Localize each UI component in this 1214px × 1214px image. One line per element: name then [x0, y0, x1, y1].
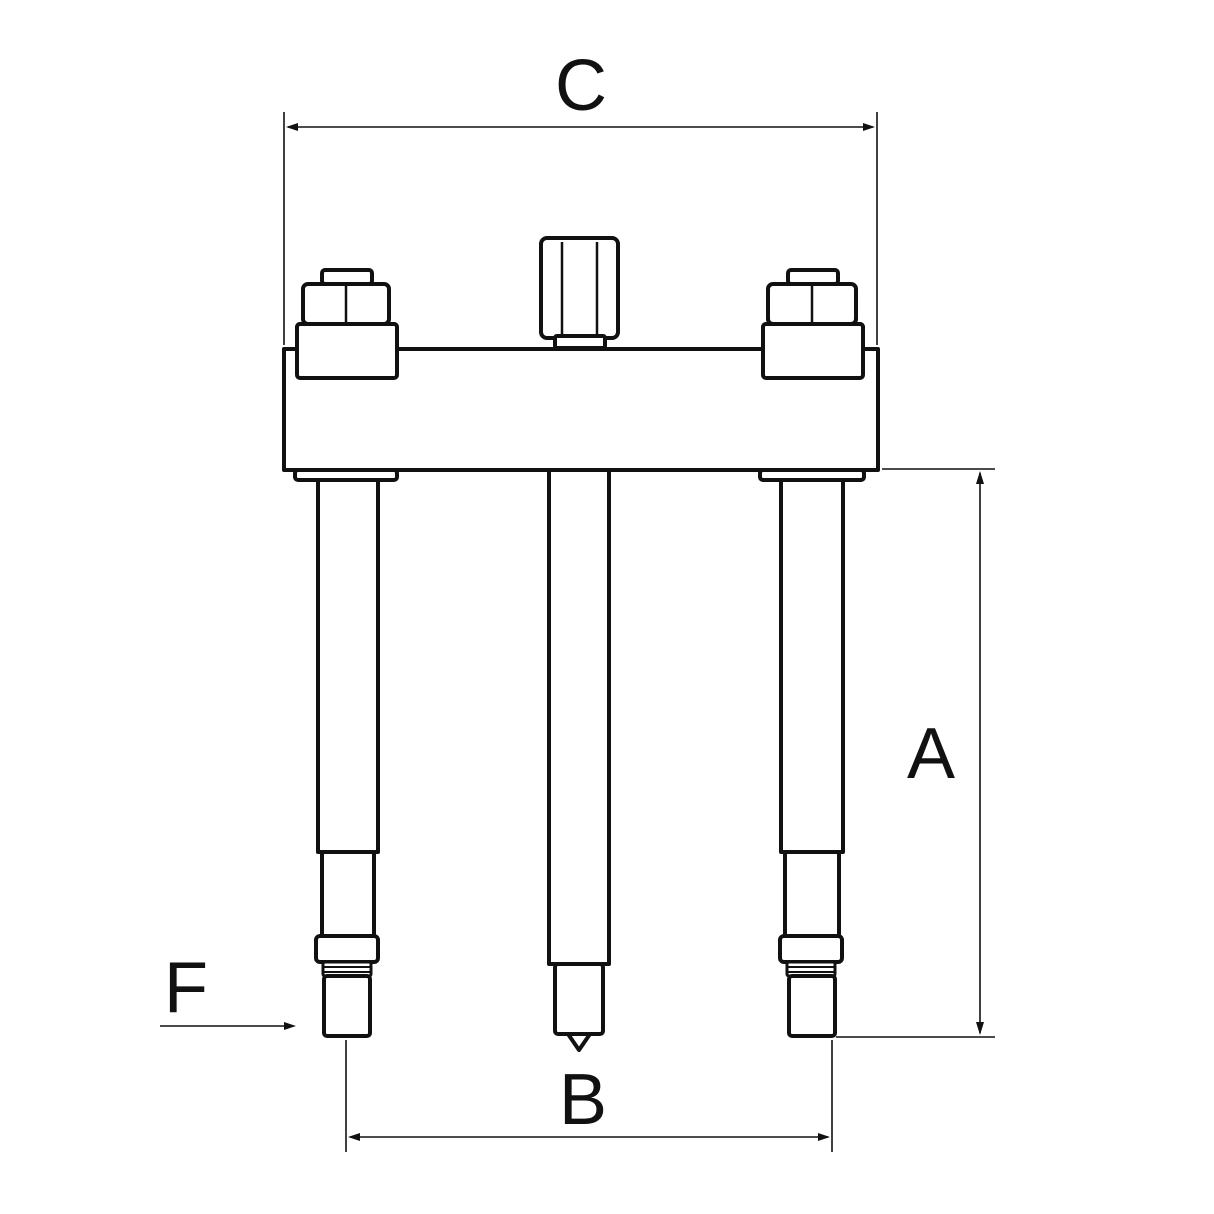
right-leg-shoulder: [778, 934, 844, 964]
dimension-c-label: C: [555, 46, 607, 126]
dimension-b: B: [345, 1040, 833, 1152]
arrowhead-a-bottom: [976, 1022, 984, 1035]
dimension-c: C: [283, 46, 878, 345]
arrowhead-a-top: [976, 471, 984, 484]
arrowhead-f: [284, 1022, 296, 1030]
arrowhead-b-left: [348, 1133, 360, 1141]
left-leg-lower-shaft: [320, 850, 376, 942]
arrowhead-b-right: [818, 1133, 830, 1141]
dimension-f-label: F: [164, 948, 208, 1028]
center-hex-nut: [539, 236, 620, 350]
right-leg-groove: [785, 960, 837, 978]
left-leg: [293, 468, 399, 1038]
dimension-a-label: A: [907, 714, 955, 794]
center-screw-shaft: [547, 468, 611, 966]
arrowhead-c-right: [863, 123, 875, 131]
center-screw: [547, 468, 611, 1052]
center-screw-point: [566, 1032, 592, 1052]
left-leg-shoulder: [314, 934, 380, 964]
right-leg-shaft: [779, 478, 845, 854]
left-leg-tip: [322, 974, 372, 1038]
left-nut-cap: [320, 268, 374, 286]
arrowhead-c-left: [286, 123, 298, 131]
dimension-b-label: B: [559, 1060, 607, 1140]
left-leg-groove: [321, 960, 373, 978]
right-leg-lower-shaft: [783, 850, 841, 942]
left-leg-shaft: [316, 478, 380, 854]
center-nut-base: [553, 334, 607, 350]
dimension-f: F: [160, 948, 296, 1030]
right-leg-tip: [787, 974, 837, 1038]
right-leg: [758, 468, 866, 1038]
right-nut-cap: [786, 268, 840, 286]
center-nut-body: [539, 236, 620, 340]
center-screw-tip: [553, 962, 605, 1036]
dimension-a: A: [836, 468, 995, 1038]
